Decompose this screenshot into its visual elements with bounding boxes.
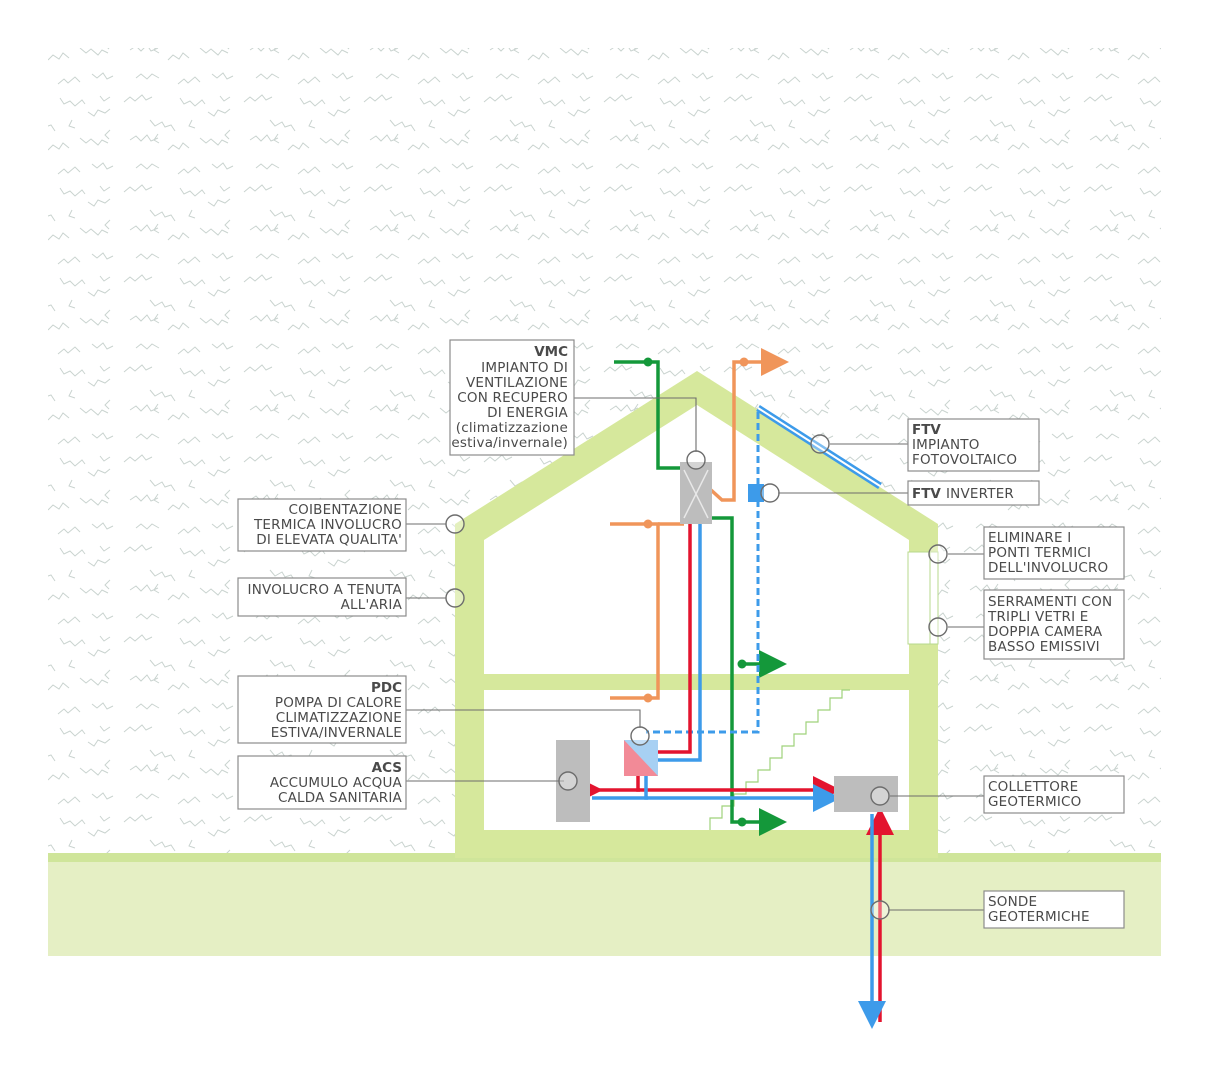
window	[907, 551, 939, 645]
svg-text:ALL'ARIA: ALL'ARIA	[341, 597, 403, 613]
electric-line	[646, 412, 760, 734]
marker-coibentazione	[445, 514, 465, 534]
svg-text:COLLETTORE: COLLETTORE	[988, 779, 1078, 795]
inverter-unit	[748, 484, 764, 502]
house-interior-upper	[484, 405, 909, 674]
marker-vmc	[686, 450, 706, 470]
marker-involucro	[445, 588, 465, 608]
supply-pipe-up	[646, 524, 692, 754]
ground	[48, 856, 1161, 956]
svg-text:DOPPIA CAMERA: DOPPIA CAMERA	[988, 624, 1103, 640]
svg-text:FTV: FTV	[912, 486, 941, 502]
svg-text:CLIMATIZZAZIONE: CLIMATIZZAZIONE	[276, 710, 402, 726]
svg-text:CON RECUPERO: CON RECUPERO	[457, 390, 568, 406]
svg-text:SERRAMENTI CON: SERRAMENTI CON	[988, 594, 1112, 610]
leader-vmc	[574, 397, 697, 452]
label-acs: ACS ACCUMULO ACQUA CALDA SANITARIA	[237, 755, 407, 810]
svg-text:GEOTERMICO: GEOTERMICO	[988, 794, 1081, 810]
label-ftv-inverter: FTV INVERTER	[907, 480, 1040, 506]
label-pdc: PDC POMPA DI CALORE CLIMATIZZAZIONE ESTI…	[237, 675, 407, 744]
svg-text:INVERTER: INVERTER	[946, 486, 1014, 502]
marker-serramenti	[928, 617, 948, 637]
label-ponti-termici: ELIMINARE I PONTI TERMICI DELL'INVOLUCRO	[983, 526, 1125, 580]
svg-text:SONDE: SONDE	[988, 894, 1037, 910]
marker-collettore	[870, 786, 890, 806]
svg-text:IMPIANTO DI: IMPIANTO DI	[481, 360, 568, 376]
label-vmc: VMC IMPIANTO DI VENTILAZIONE CON RECUPER…	[449, 339, 575, 456]
svg-text:COIBENTAZIONE: COIBENTAZIONE	[289, 502, 402, 518]
svg-text:DI ENERGIA: DI ENERGIA	[487, 405, 568, 421]
svg-text:IMPIANTO: IMPIANTO	[912, 437, 980, 453]
label-serramenti: SERRAMENTI CON TRIPLI VETRI E DOPPIA CAM…	[983, 589, 1125, 660]
svg-text:estiva/invernale): estiva/invernale)	[451, 435, 568, 451]
marker-inverter	[760, 483, 780, 503]
svg-text:PONTI TERMICI: PONTI TERMICI	[988, 545, 1091, 561]
svg-text:ESTIVA/INVERNALE: ESTIVA/INVERNALE	[271, 725, 402, 741]
svg-text:TRIPLI VETRI E: TRIPLI VETRI E	[987, 609, 1089, 625]
svg-text:DI ELEVATA QUALITA': DI ELEVATA QUALITA'	[256, 532, 402, 548]
svg-text:GEOTERMICHE: GEOTERMICHE	[988, 909, 1090, 925]
svg-text:FTV: FTV	[912, 422, 941, 438]
svg-text:INVOLUCRO A TENUTA: INVOLUCRO A TENUTA	[248, 582, 403, 598]
marker-acs	[558, 771, 578, 791]
staircase	[709, 689, 850, 830]
label-ftv-impianto: FTV IMPIANTO FOTOVOLTAICO	[907, 418, 1040, 472]
svg-text:ACCUMULO ACQUA: ACCUMULO ACQUA	[270, 775, 403, 791]
leader-pdc	[406, 709, 641, 728]
svg-text:VMC: VMC	[534, 344, 568, 360]
svg-text:DELL'INVOLUCRO: DELL'INVOLUCRO	[988, 560, 1108, 576]
svg-text:CALDA SANITARIA: CALDA SANITARIA	[278, 790, 403, 806]
label-involucro: INVOLUCRO A TENUTA ALL'ARIA	[237, 577, 407, 617]
extract-air-duct	[610, 522, 660, 700]
svg-text:(climatizzazione: (climatizzazione	[456, 420, 568, 436]
exhaust-duct-top	[698, 348, 789, 502]
svg-text:VENTILAZIONE: VENTILAZIONE	[466, 375, 568, 391]
marker-pdc	[630, 726, 650, 746]
svg-text:FOTOVOLTAICO: FOTOVOLTAICO	[912, 452, 1017, 468]
marker-ftv	[810, 434, 830, 454]
pdc-unit	[624, 740, 658, 776]
return-pipe-up	[654, 524, 702, 762]
svg-text:TERMICA INVOLUCRO: TERMICA INVOLUCRO	[253, 517, 402, 533]
label-coibentazione: COIBENTAZIONE TERMICA INVOLUCRO DI ELEVA…	[237, 498, 407, 552]
marker-ponti	[928, 544, 948, 564]
label-collettore: COLLETTORE GEOTERMICO	[983, 775, 1125, 814]
svg-text:BASSO EMISSIVI: BASSO EMISSIVI	[988, 639, 1100, 655]
label-sonde: SONDE GEOTERMICHE	[983, 890, 1125, 929]
marker-sonde	[870, 900, 890, 920]
svg-text:POMPA DI CALORE: POMPA DI CALORE	[275, 695, 402, 711]
svg-text:PDC: PDC	[371, 680, 402, 696]
collettore-unit	[834, 776, 898, 812]
svg-text:ELIMINARE I: ELIMINARE I	[988, 530, 1071, 546]
svg-text:ACS: ACS	[372, 760, 402, 776]
